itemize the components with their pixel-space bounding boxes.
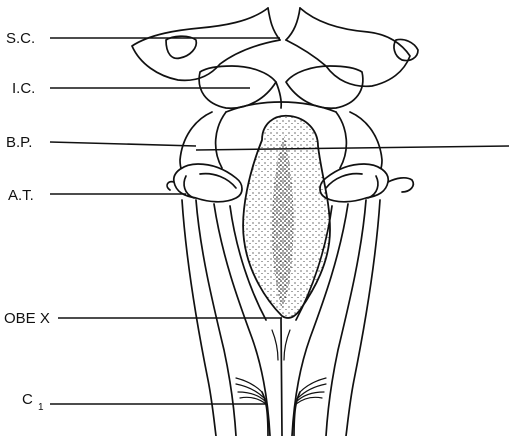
label-superior-colliculus: S.C. [6, 30, 35, 47]
label-inferior-colliculus: I.C. [12, 80, 35, 97]
label-c1-subscript: 1 [38, 402, 44, 413]
superior-colliculi [132, 8, 418, 86]
labels: S.C. I.C. B.P. A.T. OBE X C 1 [4, 30, 50, 413]
leader-bp [50, 142, 196, 146]
label-obex: OBE X [4, 310, 50, 327]
fourth-ventricle [243, 116, 330, 318]
label-brachium-pontis: B.P. [6, 134, 32, 151]
label-c1-letter: C [22, 391, 33, 408]
leader-bp-right [196, 146, 509, 150]
label-acoustic-tubercle: A.T. [8, 187, 34, 204]
